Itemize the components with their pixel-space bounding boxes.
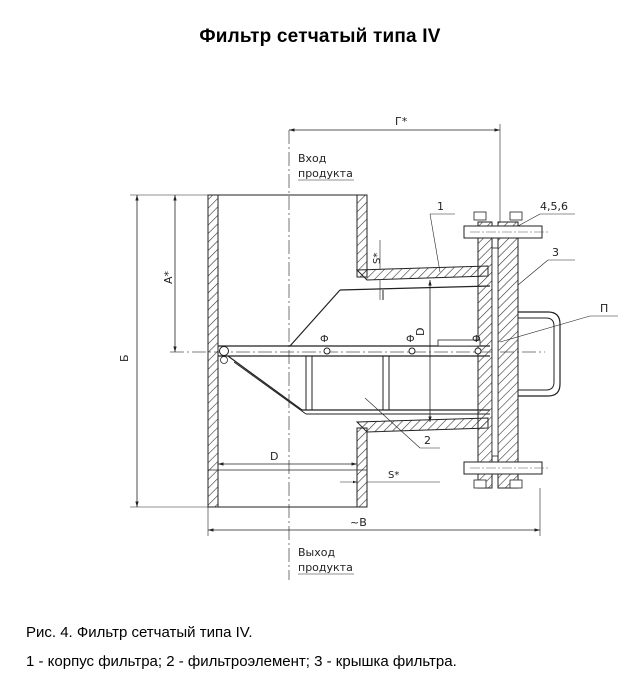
dim-d-vertical: D bbox=[414, 328, 427, 336]
page-title: Фильтр сетчатый типа IV bbox=[199, 26, 441, 47]
outlet-label-line1: Выход bbox=[298, 546, 335, 559]
part-label-p: П bbox=[600, 302, 608, 315]
phi-marker-2: Ф bbox=[406, 334, 415, 345]
filter-cover bbox=[497, 221, 519, 489]
dim-d-horizontal: D bbox=[270, 450, 278, 463]
inlet-label-line2: продукта bbox=[298, 167, 353, 180]
part-label-456: 4,5,6 bbox=[540, 200, 568, 213]
branch-flange bbox=[477, 221, 493, 489]
dim-s-bottom: S* bbox=[388, 470, 399, 481]
part-label-2: 2 bbox=[424, 434, 431, 447]
branch-lower-wall bbox=[355, 417, 489, 433]
outlet-label-line2: продукта bbox=[298, 561, 353, 574]
inlet-label-line1: Вход bbox=[298, 152, 327, 165]
cover-handle bbox=[518, 311, 561, 397]
dim-s-top: S* bbox=[372, 253, 383, 264]
parts-legend: 1 - корпус фильтра; 2 - фильтроэлемент; … bbox=[26, 653, 457, 670]
part-label-3: 3 bbox=[552, 246, 559, 259]
figure-caption: Рис. 4. Фильтр сетчатый типа IV. bbox=[26, 624, 253, 641]
body-left-wall bbox=[207, 194, 219, 508]
dim-a: А* bbox=[162, 270, 175, 284]
part-label-1: 1 bbox=[437, 200, 444, 213]
branch-upper-wall bbox=[355, 265, 489, 281]
dim-b: Б bbox=[118, 354, 131, 362]
body-right-wall-upper bbox=[356, 194, 368, 278]
dim-v: ~В bbox=[350, 516, 367, 529]
phi-marker-3: Ф bbox=[472, 334, 481, 345]
dim-gamma: Г* bbox=[395, 115, 408, 128]
body-right-wall-lower bbox=[356, 427, 368, 508]
filter-drawing: Г* Б А* D D S* S* ~В Вход продукта Выход… bbox=[118, 115, 618, 580]
phi-marker-1: Ф bbox=[320, 334, 329, 345]
